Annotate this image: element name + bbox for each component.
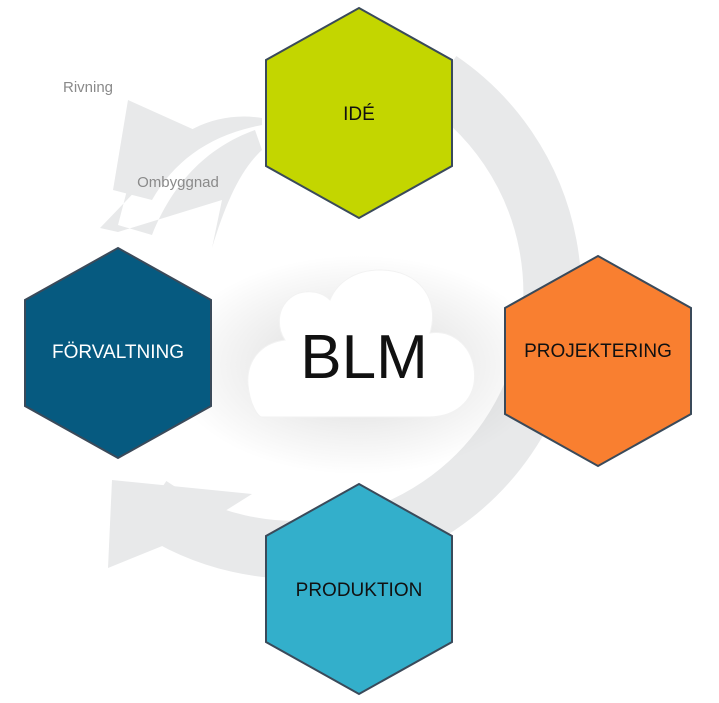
stage-label-produktion: PRODUKTION — [296, 580, 423, 601]
stage-forvaltning[interactable]: FÖRVALTNING — [24, 246, 212, 460]
branch-arrow-ombyggnad — [100, 130, 262, 248]
stage-ide[interactable]: IDÉ — [265, 6, 453, 220]
stage-produktion[interactable]: PRODUKTION — [265, 482, 453, 696]
center-label: BLM — [300, 323, 427, 392]
center-cloud-group: BLM — [168, 255, 548, 475]
label-ombyggnad: Ombyggnad — [137, 174, 219, 191]
stage-label-ide: IDÉ — [343, 104, 375, 125]
cycle-arrow-head — [108, 480, 252, 568]
branch-arrows — [100, 100, 262, 248]
label-rivning: Rivning — [63, 79, 113, 96]
hexagon-forvaltning — [24, 246, 212, 460]
cloud-shape — [247, 269, 476, 418]
stage-label-forvaltning: FÖRVALTNING — [52, 342, 184, 363]
stage-projektering[interactable]: PROJEKTERING — [504, 254, 692, 468]
hexagon-ide — [265, 6, 453, 220]
stage-label-projektering: PROJEKTERING — [524, 341, 672, 362]
hexagon-projektering — [504, 254, 692, 468]
hexagon-produktion — [265, 482, 453, 696]
